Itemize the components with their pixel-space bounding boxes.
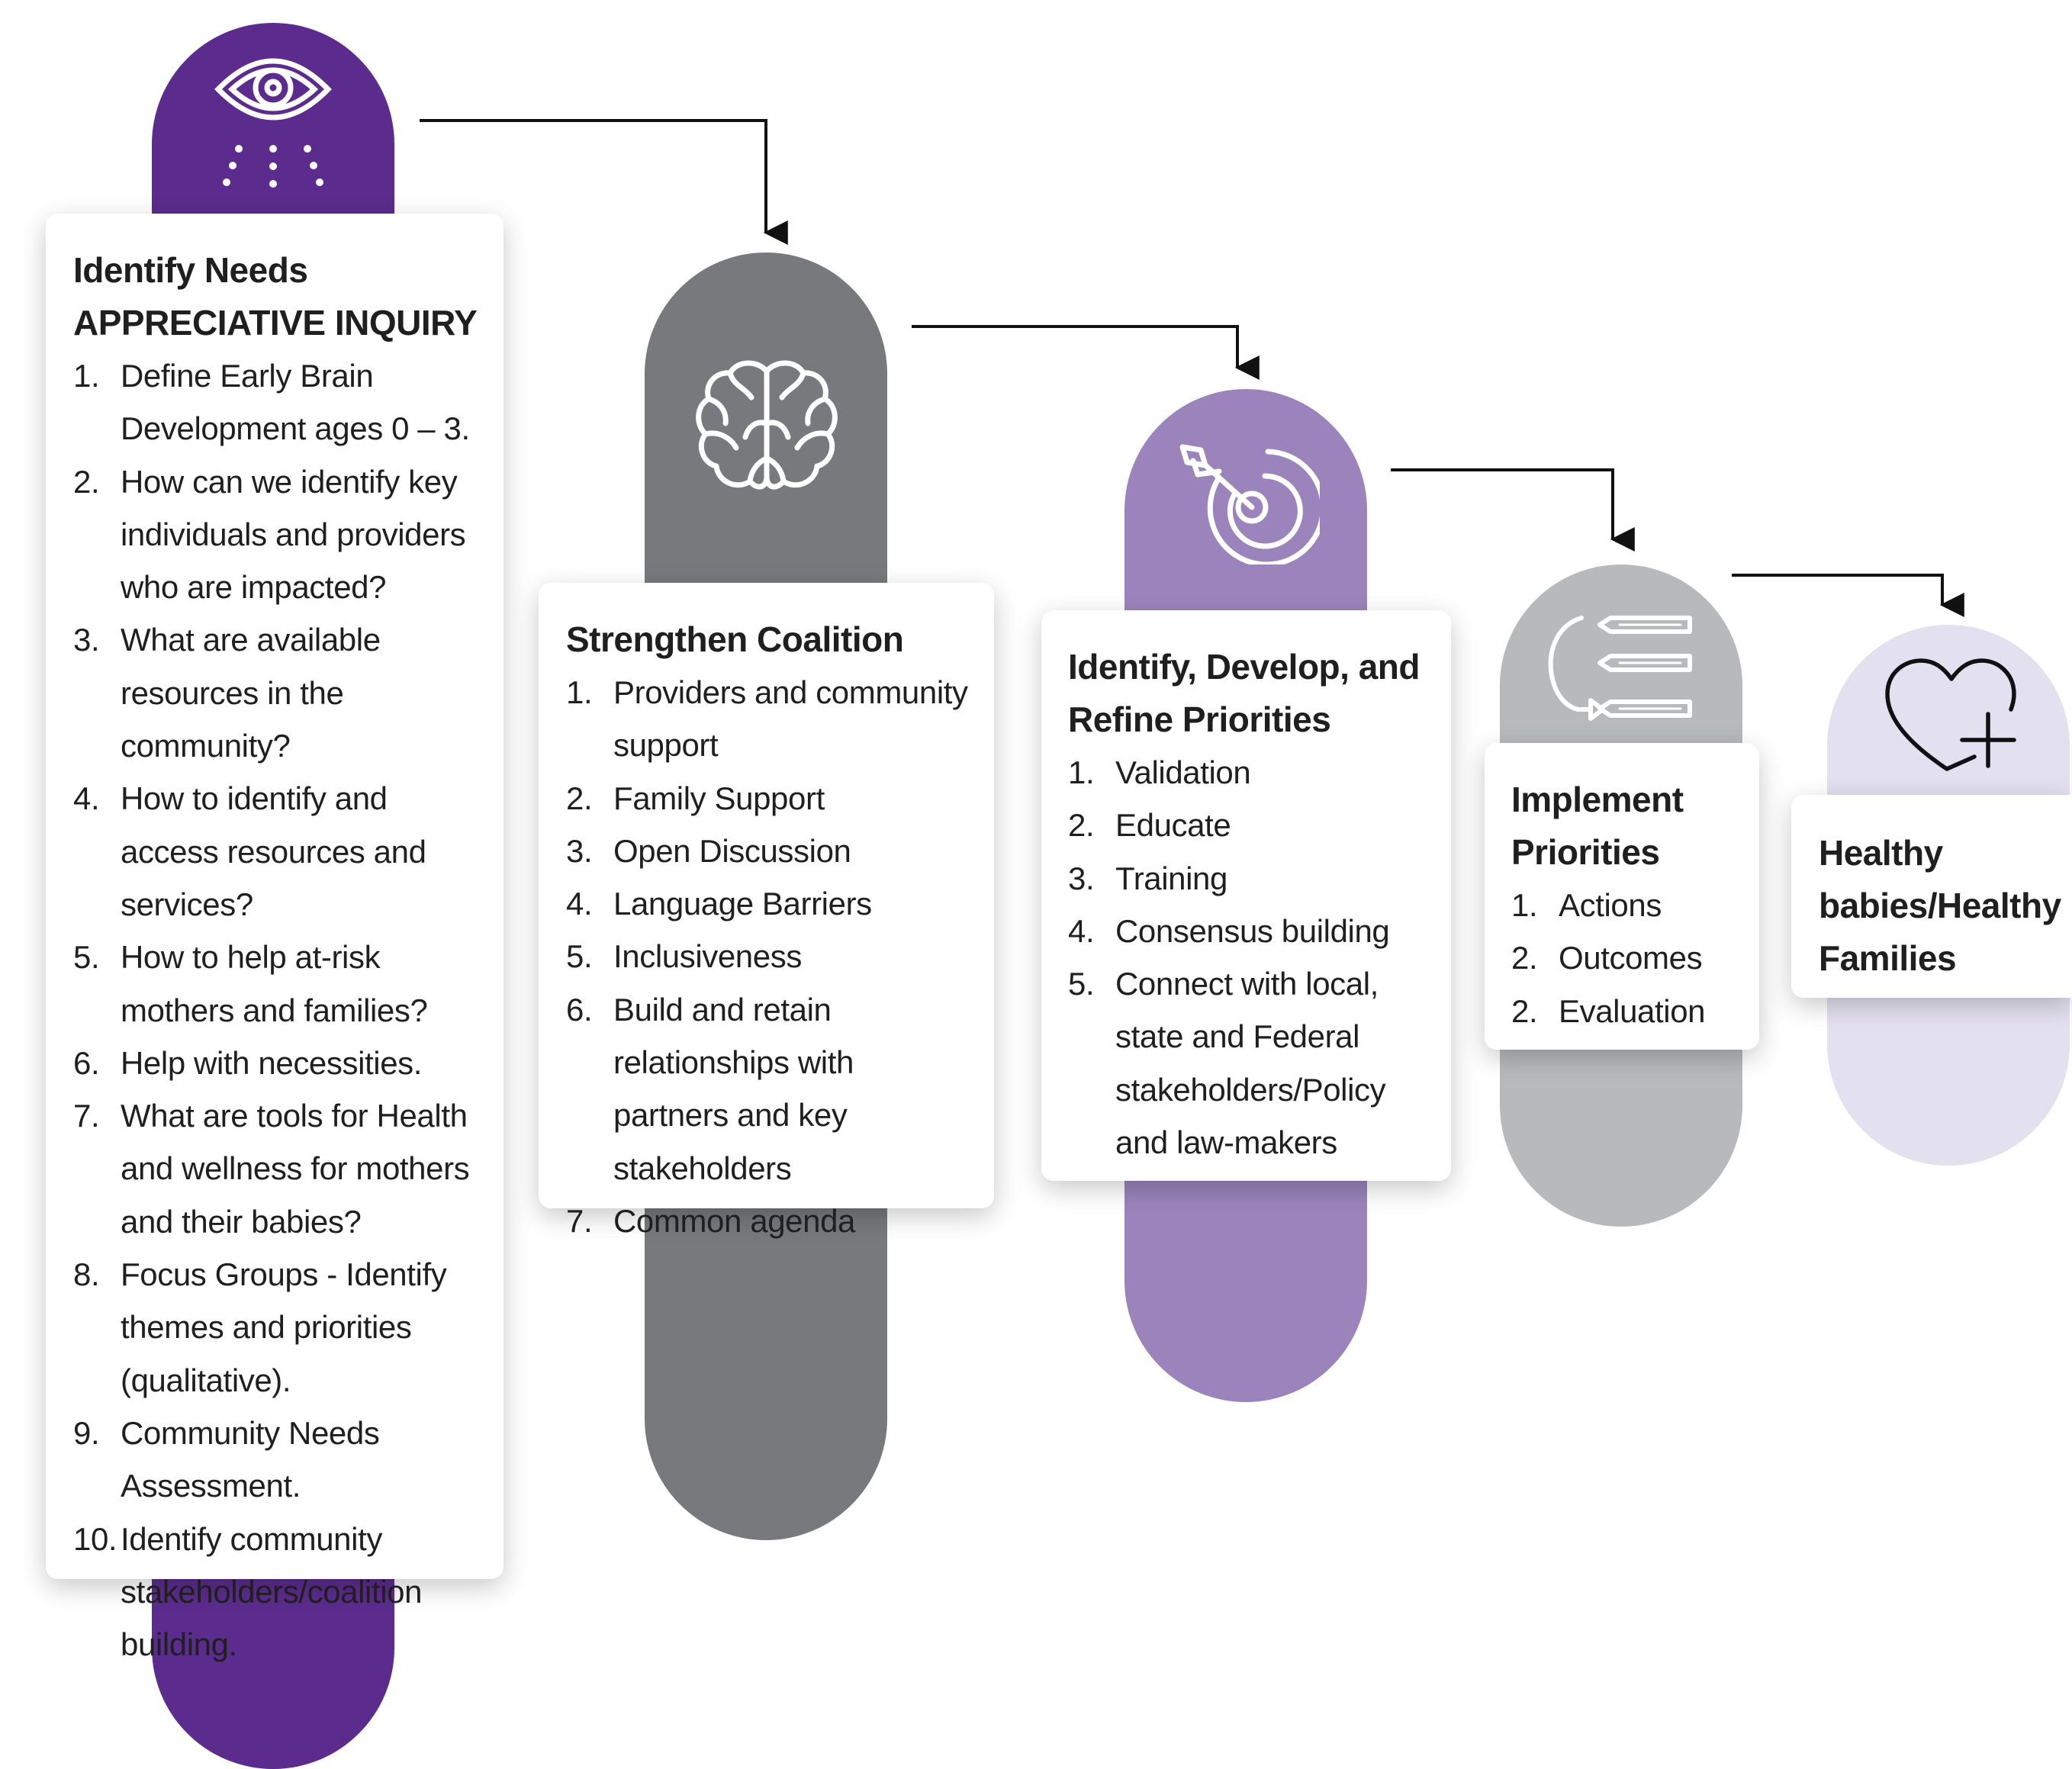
stage-3-list: 1.Validation 2.Educate 3.Training 4.Cons… — [1068, 746, 1434, 1169]
stage-1-list: 1.Define Early Brain Development ages 0 … — [73, 349, 481, 1671]
stage-3-card: Identify, Develop, and Refine Priorities… — [1041, 610, 1451, 1181]
cycle-list-icon — [1543, 609, 1704, 723]
list-item: 5.Connect with local, state and Federal … — [1068, 966, 1386, 1161]
list-item: 3.What are available resources in the co… — [73, 622, 381, 764]
list-item: 1.Actions — [1511, 887, 1662, 923]
list-item: 2.Family Support — [566, 780, 825, 816]
stage-1-card: Identify Needs APPRECIATIVE INQUIRY 1.De… — [46, 214, 504, 1662]
list-item: 5.Inclusiveness — [566, 938, 802, 975]
stage-2-card: Strengthen Coalition 1.Providers and com… — [539, 583, 994, 1239]
list-item: 1.Providers and community support — [566, 674, 968, 764]
list-item: 7.What are tools for Health and wellness… — [73, 1098, 470, 1240]
stage-1-title: Identify Needs APPRECIATIVE INQUIRY — [73, 250, 478, 343]
list-item: 1.Define Early Brain Development ages 0 … — [73, 358, 470, 447]
list-item: 4.How to identify and access resources a… — [73, 780, 426, 922]
list-item: 1.Validation — [1068, 754, 1251, 790]
arrow-4-to-5 — [1732, 574, 1964, 617]
stage-2-list: 1.Providers and community support 2.Fami… — [566, 666, 974, 1247]
stage-5-title: Healthy babies/Healthy Families — [1819, 833, 2061, 978]
arrow-1-to-2 — [420, 119, 788, 245]
list-item: 2.How can we identify key individuals an… — [73, 463, 466, 606]
list-item: 2.Outcomes — [1511, 940, 1703, 976]
list-item: 2.Educate — [1068, 807, 1231, 844]
list-item: 6.Build and retain relationships with pa… — [566, 991, 854, 1186]
list-item: 6.Help with necessities. — [73, 1044, 423, 1081]
list-item: 2.Evaluation — [1511, 992, 1706, 1029]
stage-3-title: Identify, Develop, and Refine Priorities — [1068, 647, 1420, 739]
list-item: 9.Community Needs Assessment. — [73, 1414, 380, 1504]
brain-icon — [690, 355, 843, 500]
heart-plus-icon — [1884, 658, 2022, 780]
stage-4-list: 1.Actions 2.Outcomes 2.Evaluation — [1511, 879, 1747, 1037]
list-item: 8.Focus Groups - Identify themes and pri… — [73, 1256, 447, 1398]
list-item: 4.Consensus building — [1068, 912, 1390, 949]
stage-5-card: Healthy babies/Healthy Families — [1791, 795, 2072, 998]
stage-4-card: Implement Priorities 1.Actions 2.Outcome… — [1485, 743, 1759, 1050]
list-item: 4.Language Barriers — [566, 886, 872, 922]
target-arrow-icon — [1175, 442, 1326, 568]
eye-icon — [197, 42, 349, 195]
list-item: 3.Open Discussion — [566, 832, 851, 869]
stage-2-title: Strengthen Coalition — [566, 619, 904, 659]
list-item: 5.How to help at-risk mothers and famili… — [73, 939, 428, 1028]
stage-4-title: Implement Priorities — [1511, 780, 1684, 872]
list-item: 3.Training — [1068, 860, 1227, 896]
list-item: 10.Identify community stakeholders/coali… — [73, 1520, 423, 1663]
list-item: 7.Common agenda — [566, 1202, 855, 1239]
arrow-2-to-3 — [912, 325, 1260, 380]
arrow-3-to-4 — [1391, 468, 1635, 552]
